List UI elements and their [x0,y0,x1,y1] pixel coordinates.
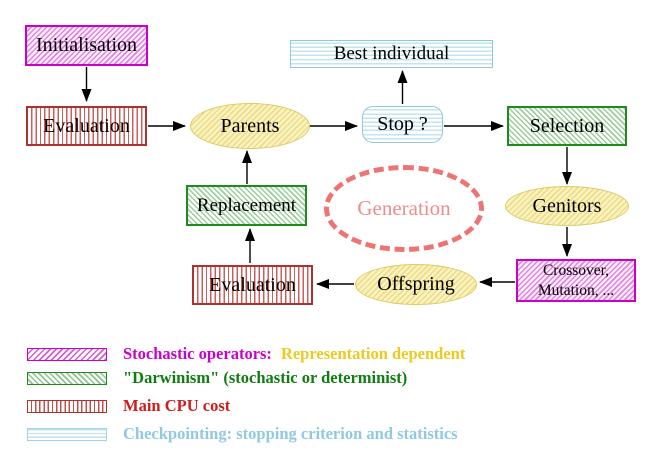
legend-swatch-darwinism [27,371,107,385]
node-best-individual: Best individual [290,40,493,68]
legend-swatch-main-cpu-cost [27,399,107,413]
node-generation: Generation [324,165,484,252]
legend-label-darwinism: "Darwinism" (stochastic or determinist) [123,368,408,387]
node-replacement-label: Replacement [196,194,297,216]
legend-row-darwinism: "Darwinism" (stochastic or determinist) [27,368,407,388]
node-evaluation-bottom-label: Evaluation [209,273,296,296]
node-best-individual-label: Best individual [333,43,450,65]
node-selection: Selection [507,106,627,146]
node-evaluation-bottom: Evaluation [192,265,313,305]
node-crossover-mutation: Crossover, Mutation, ... [516,259,636,302]
legend-label-representation-dependent: Representation dependent [280,344,466,363]
legend-row-stochastic-operators: Stochastic operators: Representation dep… [27,344,465,364]
node-parents: Parents [190,103,310,149]
node-initialisation: Initialisation [25,25,148,66]
node-selection-label: Selection [529,114,605,137]
node-replacement: Replacement [186,185,307,226]
node-initialisation-label: Initialisation [35,34,138,56]
node-offspring: Offspring [355,264,477,305]
node-evaluation-top-label: Evaluation [43,114,130,137]
node-crossover-mutation-label: Crossover, Mutation, ... [537,262,615,299]
legend-swatch-stochastic-operators [27,347,107,361]
node-generation-label: Generation [357,196,451,220]
node-genitors: Genitors [505,186,629,226]
legend-swatch-checkpointing [27,427,107,441]
node-offspring-label: Offspring [377,273,455,295]
legend-label-checkpointing: Checkpointing: stopping criterion and st… [123,424,458,443]
node-evaluation-top: Evaluation [26,106,147,146]
legend-row-checkpointing: Checkpointing: stopping criterion and st… [27,424,458,444]
legend-label-stochastic-operators: Stochastic operators: [123,344,272,363]
node-stop: Stop ? [362,106,443,143]
node-stop-label: Stop ? [377,113,428,135]
node-genitors-label: Genitors [532,194,602,217]
node-parents-label: Parents [220,114,280,137]
legend-label-main-cpu-cost: Main CPU cost [123,396,231,415]
legend-row-main-cpu-cost: Main CPU cost [27,396,230,416]
